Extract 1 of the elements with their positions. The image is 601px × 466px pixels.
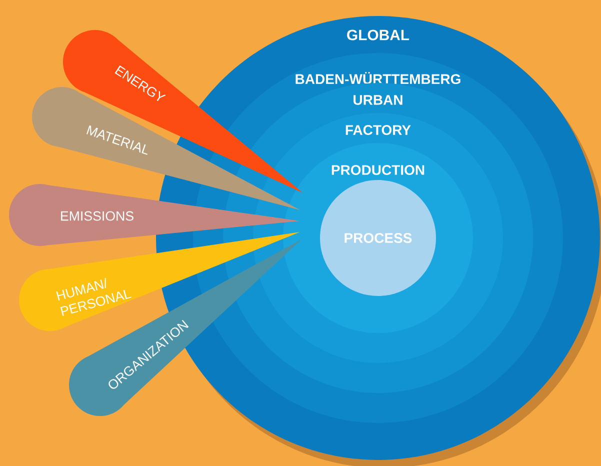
petal: EMISSIONS [9,184,300,246]
